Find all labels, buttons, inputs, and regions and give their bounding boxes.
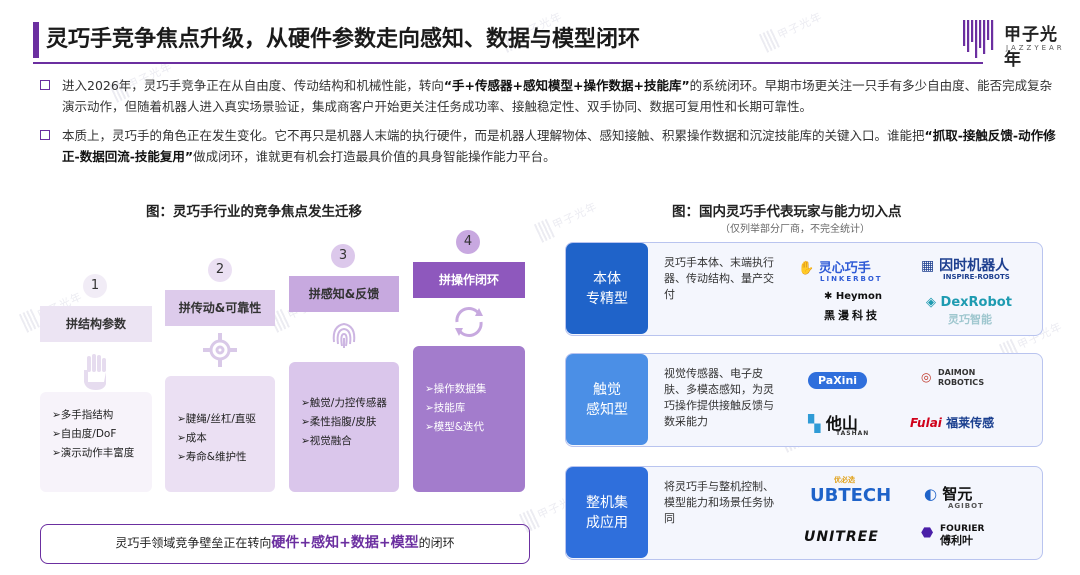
stage-items: ➢触觉/力控传感器 ➢柔性指腹/皮肤 ➢视觉融合 xyxy=(289,362,399,492)
brand-logo-fourier: ⬣ xyxy=(921,525,934,541)
brand-logo-linkerbot: ✋ 灵心巧手 xyxy=(798,261,871,276)
fingerprint-icon xyxy=(332,322,356,348)
row-category-label: 整机集成应用 xyxy=(566,467,648,558)
brand-logo-unitree: UNITREE xyxy=(804,529,879,545)
player-row-body: 本体专精型 灵巧手本体、末端执行器、传动结构、量产交付 ✋ 灵心巧手 LINKE… xyxy=(565,242,1043,336)
brand-logo-ubtech: UBTECH xyxy=(810,485,892,506)
summary-box: 灵巧手领域竞争壁垒正在转向硬件+感知+数据+模型的闭环 xyxy=(40,524,530,564)
title-accent-bar xyxy=(33,22,39,58)
logo-text-cn: 甲子光年 xyxy=(1004,25,1058,70)
row-description: 将灵巧手与整机控制、模型能力和场景任务协同 xyxy=(664,480,774,525)
stage-number: 2 xyxy=(208,258,232,282)
row-description: 灵巧手本体、末端执行器、传动结构、量产交付 xyxy=(664,256,774,301)
brand-logo-inspire: ▦ 因时机器人 xyxy=(921,258,1010,274)
row-description: 视觉传感器、电子皮肤、多模态感知，为灵巧操作提供接触反馈与数采能力 xyxy=(664,367,774,428)
paragraph-2-highlight: “抓取-接触反馈-动作修正-数据回流-技能复用” xyxy=(62,128,1056,164)
stage-items: ➢腱绳/丝杠/直驱 ➢成本 ➢寿命&维护性 xyxy=(165,376,275,492)
right-figure-caption: 图：国内灵巧手代表玩家与能力切入点 xyxy=(672,204,902,220)
player-row-body: 整机集成应用 将灵巧手与整机控制、模型能力和场景任务协同 优必选 UBTECH … xyxy=(565,466,1043,560)
row-category-label: 本体专精型 xyxy=(566,243,648,334)
brand-logo-daimon: ◎ xyxy=(921,370,932,384)
paragraph-1-highlight: “手+传感器+感知模型+操作数据+技能库” xyxy=(443,78,690,93)
paragraph-1: 进入2026年，灵巧手竞争正在从自由度、传动结构和机械性能，转向“手+传感器+感… xyxy=(40,75,1060,117)
brand-logo-fulai: Fulai 福莱传感 xyxy=(910,416,995,430)
brand-logo-heymon: ✱ Heymon xyxy=(824,291,882,302)
brand-logo-dexrobot: ◈ DexRobot xyxy=(926,295,1012,310)
cycle-icon xyxy=(455,307,483,337)
brand-logo-paxini: PaXini xyxy=(808,372,868,389)
stage-number: 4 xyxy=(456,230,480,254)
stage-items: ➢操作数据集 ➢技能库 ➢模型&迭代 xyxy=(413,346,525,492)
logo-text-en: JAZZYEAR xyxy=(1006,44,1065,52)
paragraph-2: 本质上，灵巧手的角色正在发生变化。它不再只是机器人末端的执行硬件，而是机器人理解… xyxy=(40,125,1060,167)
hand-icon xyxy=(84,354,106,390)
summary-highlight: 硬件+感知+数据+模型 xyxy=(271,535,419,551)
stage-title: 拼感知&反馈 xyxy=(289,276,399,312)
square-bullet-icon xyxy=(40,80,50,90)
left-figure-caption: 图：灵巧手行业的竞争焦点发生迁移 xyxy=(146,204,362,220)
player-row-body: 触觉感知型 视觉传感器、电子皮肤、多模态感知，为灵巧操作提供接触反馈与数采能力 … xyxy=(565,353,1043,447)
watermark: 甲子光年 xyxy=(533,197,601,243)
logo-bars-icon xyxy=(963,20,994,58)
page-title: 灵巧手竞争焦点升级，从硬件参数走向感知、数据与模型闭环 xyxy=(46,27,641,52)
brand-logo: 甲子光年 JAZZYEAR xyxy=(962,14,1072,70)
right-figure-subcaption: （仅列举部分厂商，不完全统计） xyxy=(720,224,870,235)
gear-icon xyxy=(203,333,237,367)
stage-number: 3 xyxy=(331,244,355,268)
stage-title: 拼传动&可靠性 xyxy=(165,290,275,326)
stage-title: 拼操作闭环 xyxy=(413,262,525,298)
row-category-label: 触觉感知型 xyxy=(566,354,648,445)
watermark: 甲子光年 xyxy=(758,7,826,53)
stage-title: 拼结构参数 xyxy=(40,306,152,342)
brand-logo-tashan: ▚ 他山 xyxy=(808,414,858,433)
title-underline xyxy=(33,62,983,64)
brand-logo-agibot: ◐ 智元 xyxy=(924,485,973,503)
stage-items: ➢多手指结构 ➢自由度/DoF ➢演示动作丰富度 xyxy=(40,392,152,492)
square-bullet-icon xyxy=(40,130,50,140)
stage-number: 1 xyxy=(83,274,107,298)
